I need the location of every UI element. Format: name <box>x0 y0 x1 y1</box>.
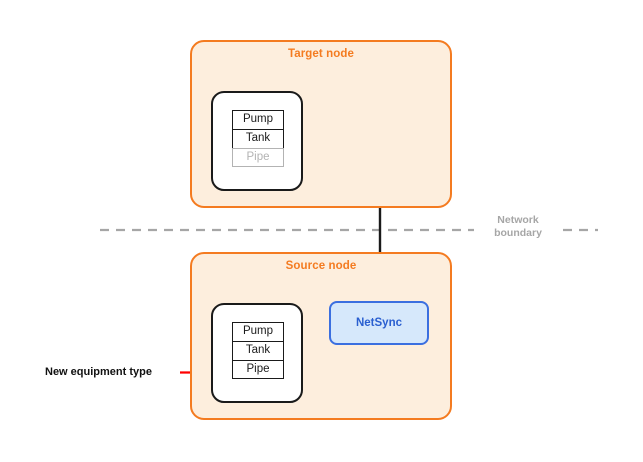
equipment-row-pump[interactable]: Pump <box>232 110 284 129</box>
netsync-label: NetSync <box>355 317 403 329</box>
netsync-box[interactable]: NetSync <box>329 301 429 345</box>
network-boundary-label-line2: boundary <box>494 227 542 239</box>
network-boundary-label: Network boundary <box>487 214 549 240</box>
new-equipment-type-label: New equipment type <box>45 366 152 378</box>
node-target-title: Target node <box>287 48 355 60</box>
equipment-list-source: Pump Tank Pipe <box>232 322 284 379</box>
network-boundary-label-line1: Network <box>497 214 539 226</box>
equipment-row-tank[interactable]: Tank <box>232 341 284 360</box>
equipment-list-target: Pump Tank Pipe <box>232 110 284 167</box>
equipment-row-pipe[interactable]: Pipe <box>232 360 284 379</box>
node-source-title: Source node <box>285 260 357 272</box>
equipment-row-pump[interactable]: Pump <box>232 322 284 341</box>
equipment-row-pipe[interactable]: Pipe <box>232 148 284 167</box>
equipment-row-tank[interactable]: Tank <box>232 129 284 148</box>
